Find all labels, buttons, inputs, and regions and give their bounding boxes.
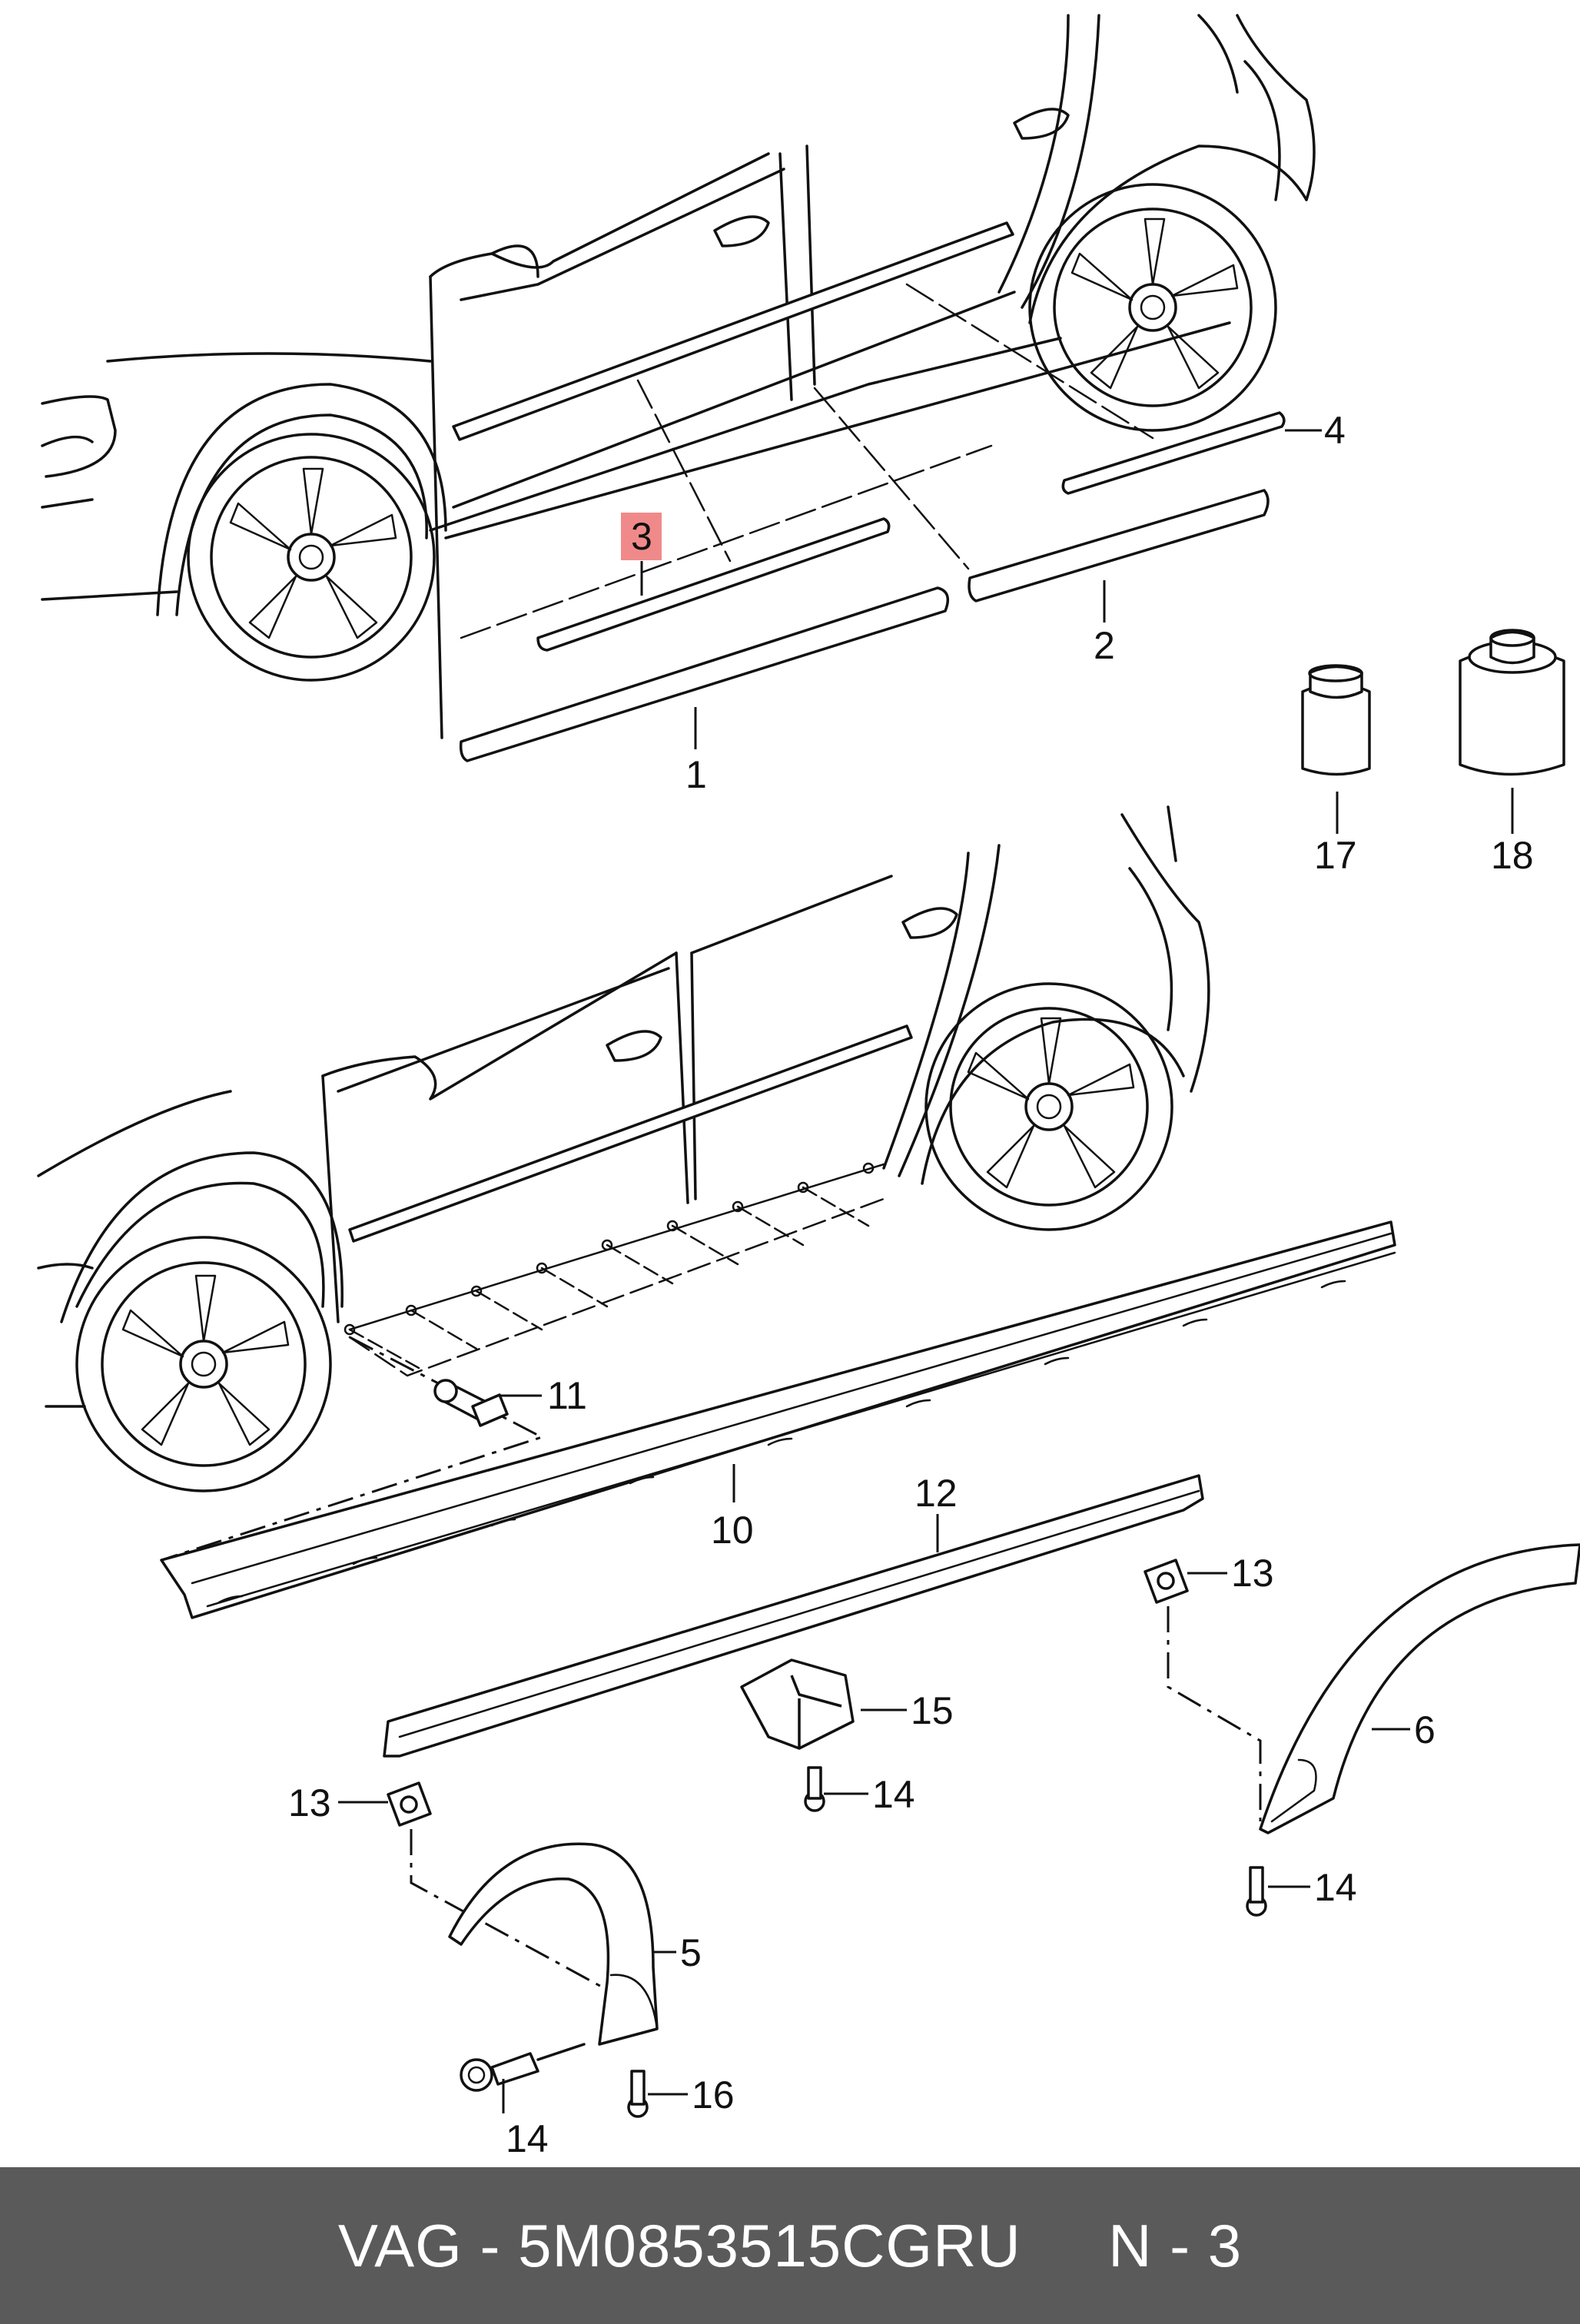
callout-17: 17 <box>1314 834 1357 877</box>
callout-16: 16 <box>692 2073 735 2116</box>
nut-13-left <box>387 1781 432 1827</box>
callout-14-center: 14 <box>872 1773 915 1816</box>
callout-6: 6 <box>1414 1708 1436 1751</box>
callout-labels: 1 2 3 4 17 18 11 10 12 13 15 14 6 14 13 … <box>288 409 1534 2160</box>
screw-14-right <box>1246 1866 1267 1917</box>
callout-1: 1 <box>685 753 707 796</box>
part-4-rear-moulding <box>1061 411 1286 495</box>
callout-2: 2 <box>1094 624 1115 667</box>
callout-3: 3 <box>631 515 652 558</box>
car-lower-view <box>37 805 1210 1562</box>
footer-bar: VAG - 5M0853515CGRU N - 3 <box>0 2167 1580 2324</box>
screw-14-center <box>804 1766 825 1812</box>
callout-11: 11 <box>547 1374 587 1417</box>
bottle-17 <box>1301 664 1371 776</box>
callout-14-left: 14 <box>506 2117 549 2160</box>
callout-13-left: 13 <box>288 1781 331 1824</box>
car-upper-view <box>41 14 1316 739</box>
part-2-rear-trim <box>968 489 1270 603</box>
callout-18: 18 <box>1491 834 1534 877</box>
callout-4: 4 <box>1324 409 1346 452</box>
part-6-wheel-arch-trim <box>1259 1543 1580 1834</box>
part-10-sill-panel <box>160 1220 1396 1619</box>
part-12-sill-strip <box>383 1474 1204 1758</box>
part-5-wheel-arch-trim <box>448 1842 659 2046</box>
parts-diagram: 1 2 3 4 17 18 11 10 12 13 15 14 6 14 13 … <box>37 14 1580 2160</box>
clip-15 <box>740 1658 855 1750</box>
callout-10: 10 <box>711 1509 754 1552</box>
part-1-sill-trim <box>459 586 950 762</box>
callout-15: 15 <box>911 1689 954 1732</box>
leader-lines <box>338 429 1514 2113</box>
highlight-box <box>621 513 662 560</box>
part-3-moulding <box>536 517 891 652</box>
callout-5: 5 <box>680 1931 702 1974</box>
screw-11 <box>433 1379 509 1427</box>
screw-16 <box>627 2070 649 2118</box>
nut-13-right <box>1144 1559 1189 1604</box>
callout-12: 12 <box>914 1472 958 1515</box>
callout-13-right: 13 <box>1231 1552 1274 1595</box>
part-number-caption: VAG - 5M0853515CGRU N - 3 <box>337 2211 1243 2279</box>
callout-14-right: 14 <box>1314 1866 1357 1909</box>
bottle-18 <box>1459 629 1565 776</box>
screw-14-left <box>460 2043 586 2092</box>
